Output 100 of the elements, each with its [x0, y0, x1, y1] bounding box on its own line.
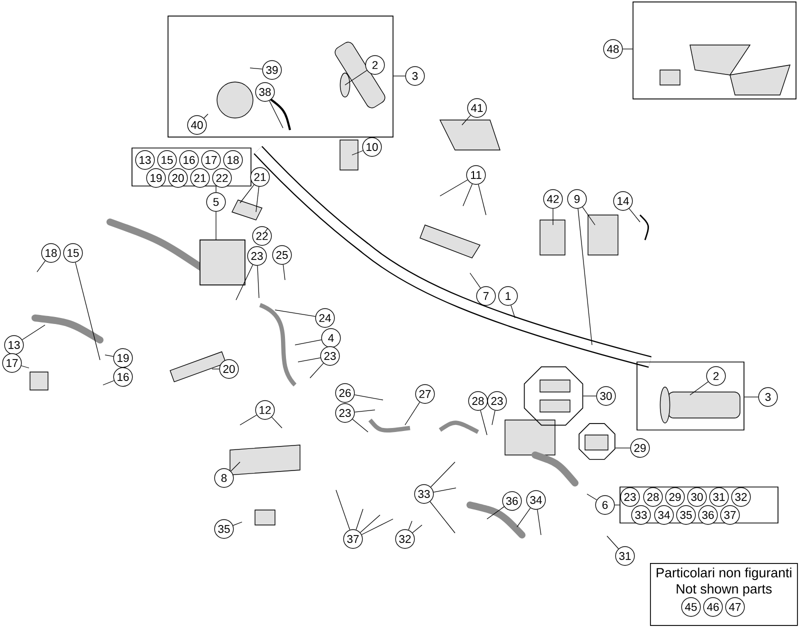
leader-line	[274, 310, 316, 317]
callout-number: 1	[498, 286, 518, 306]
leader-line	[537, 509, 542, 536]
leader-line	[344, 70, 368, 86]
callout-group-box	[132, 148, 252, 186]
callout-number: 39	[262, 60, 282, 80]
leader-line	[264, 228, 268, 232]
callout-number: 31	[709, 487, 729, 507]
leader-line	[75, 262, 100, 360]
leader-line	[628, 208, 640, 222]
callout-number: 7	[476, 286, 496, 306]
callout-number: 30	[687, 487, 707, 507]
callout-number: 36	[502, 491, 522, 511]
callout-number: 23	[335, 403, 355, 423]
parts-group-box	[578, 423, 616, 460]
leader-line	[690, 381, 708, 396]
leader-line	[212, 368, 220, 370]
callout-number: 42	[543, 189, 563, 209]
leader-line	[240, 414, 257, 426]
callout-number: 34	[654, 505, 674, 525]
leader-line	[586, 494, 597, 500]
leader-line	[352, 150, 364, 156]
leader-line	[744, 396, 759, 398]
callout-number: 32	[731, 487, 751, 507]
leader-line	[430, 462, 456, 488]
leader-line	[257, 265, 260, 298]
leader-line	[298, 357, 321, 362]
callout-number: 12	[255, 400, 275, 420]
callout-number: 30	[596, 386, 616, 406]
leader-line	[104, 354, 114, 357]
callout-number: 11	[466, 165, 486, 185]
callout-number: 17	[2, 353, 22, 373]
callout-number: 25	[272, 245, 292, 265]
parts-group-box	[168, 16, 394, 138]
leader-line	[361, 518, 394, 535]
callout-number: 33	[414, 484, 434, 504]
callout-number: 32	[395, 529, 415, 549]
leader-line	[204, 114, 208, 118]
callout-number: 19	[146, 168, 166, 188]
callout-number: 15	[63, 243, 83, 263]
callout-number: 41	[467, 98, 487, 118]
leader-line	[606, 536, 619, 550]
callout-number: 28	[643, 487, 663, 507]
callout-number: 6	[595, 495, 615, 515]
leader-line	[354, 410, 376, 412]
leader-line	[102, 380, 114, 386]
leader-line	[236, 264, 254, 300]
leader-line	[269, 100, 284, 128]
callout-group-box	[620, 486, 778, 524]
callout-number: 27	[415, 384, 435, 404]
callout-number: 2	[706, 366, 726, 386]
leader-line	[22, 324, 46, 340]
callout-number: 2	[365, 55, 385, 75]
master-cylinder	[200, 240, 246, 286]
callout-number: 26	[335, 383, 355, 403]
leader-line	[21, 365, 30, 368]
callout-number: 18	[41, 243, 61, 263]
leader-line	[240, 184, 254, 204]
leader-line	[480, 410, 488, 436]
callout-number: 35	[676, 505, 696, 525]
callout-number: 13	[4, 335, 24, 355]
leader-line	[352, 418, 368, 432]
callout-number: 28	[468, 391, 488, 411]
leader-line	[462, 115, 471, 126]
callout-number: 23	[320, 346, 340, 366]
callout-number: 34	[526, 490, 546, 510]
callout-number: 16	[113, 367, 133, 387]
leader-line	[230, 462, 240, 472]
parts-group-box	[636, 362, 744, 430]
leader-line	[294, 340, 322, 346]
leader-line	[478, 184, 486, 216]
leader-line	[232, 522, 242, 526]
leader-line	[470, 272, 481, 288]
leader-line	[404, 402, 420, 426]
callout-number: 3	[758, 387, 778, 407]
callout-number: 23	[620, 487, 640, 507]
leader-line	[492, 410, 496, 426]
callout-number: 47	[725, 597, 745, 617]
leader-line	[430, 501, 456, 534]
leader-line	[510, 304, 516, 318]
callout-number: 19	[113, 348, 133, 368]
leader-line	[578, 208, 592, 346]
callout-number: 16	[179, 150, 199, 170]
leader-line	[282, 264, 286, 280]
callout-number: 17	[201, 150, 221, 170]
leader-line	[462, 184, 473, 206]
callout-number: 9	[567, 189, 587, 209]
callout-number: 21	[190, 168, 210, 188]
callout-number: 48	[603, 39, 623, 59]
callout-number: 38	[255, 82, 275, 102]
callout-number: 20	[219, 359, 239, 379]
callout-number: 21	[250, 167, 270, 187]
callout-number: 10	[362, 137, 382, 157]
callout-number: 37	[720, 505, 740, 525]
leader-line	[36, 260, 46, 272]
leader-line	[582, 206, 596, 226]
leader-line	[354, 394, 384, 400]
leader-line	[408, 520, 412, 530]
callout-number: 18	[223, 150, 243, 170]
parts-group-box	[524, 366, 584, 426]
